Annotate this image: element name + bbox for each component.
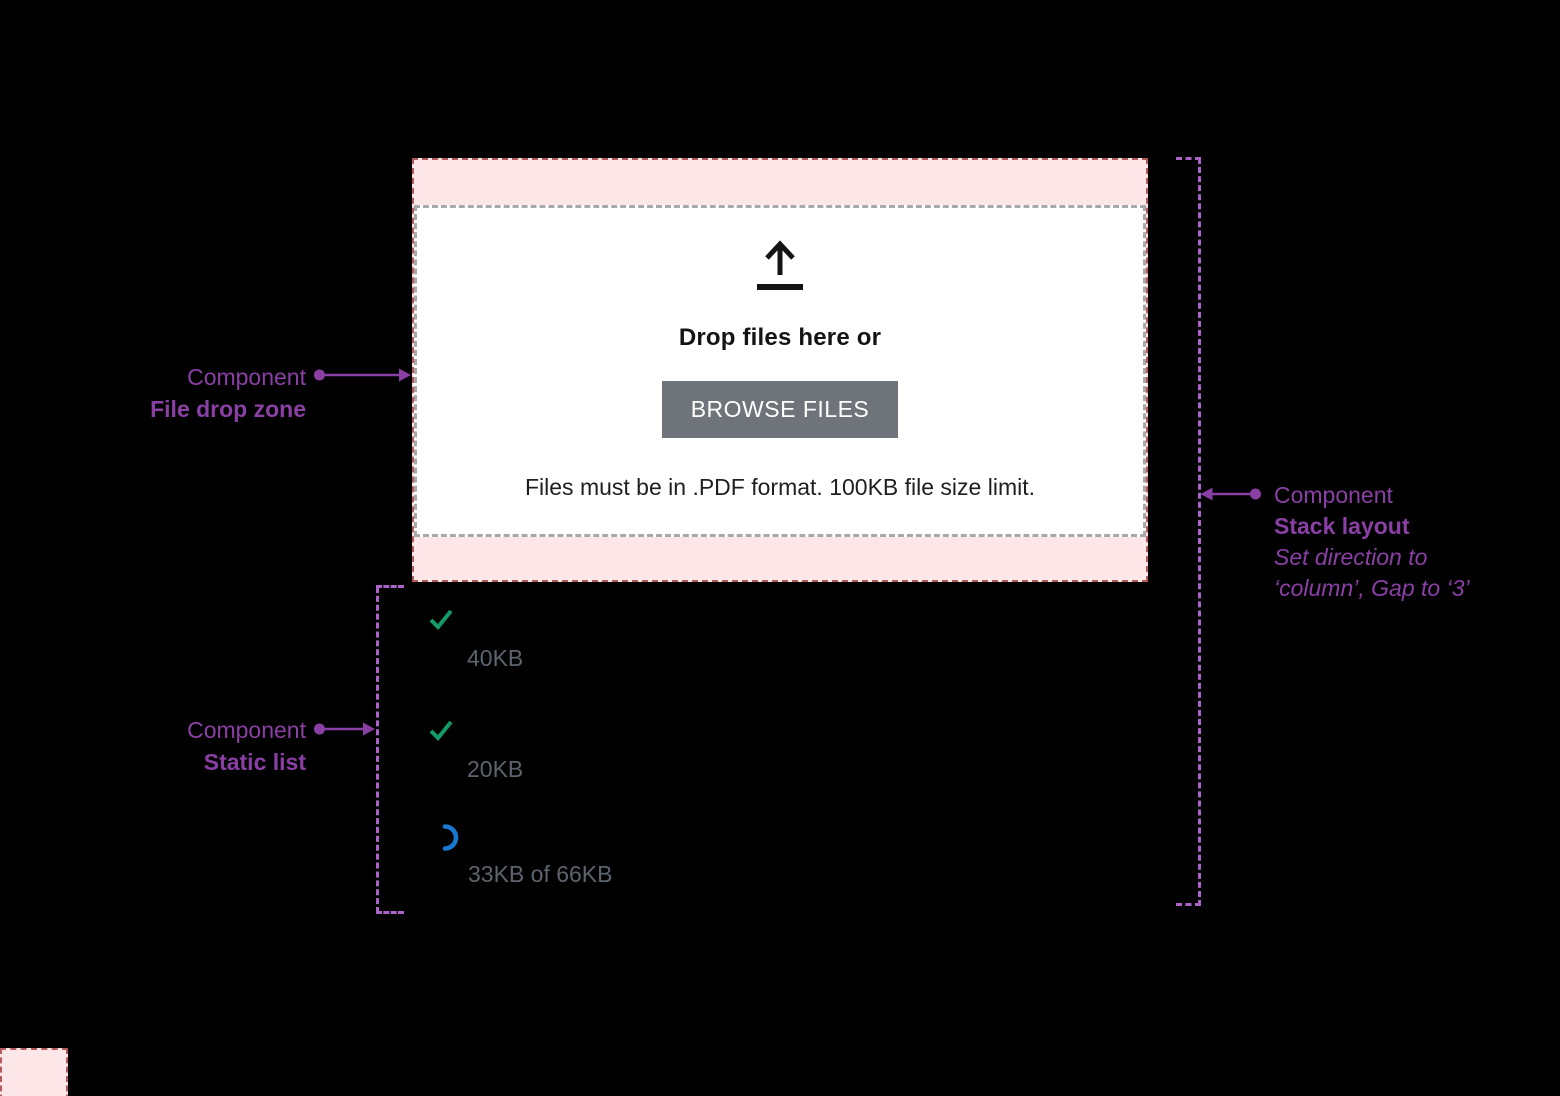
stack-layout-guide-corner-top [1176,157,1201,160]
annotation-arrow-right-icon [314,368,411,382]
stack-layout-guide-corner-bottom [1176,903,1201,906]
annotation-title: File drop zone [150,396,306,422]
file-progress-label: 33KB of 66KB [468,861,613,887]
annotation-note-line1: Set direction to [1274,544,1428,570]
pink-zone-swatch [0,1048,68,1096]
annotation-arrow-right-icon [314,722,375,736]
annotation-static-list: Component Static list [46,714,306,778]
annotation-arrow-left-icon [1200,487,1261,501]
drop-target-area[interactable]: Drop files here or BROWSE FILES Files mu… [414,205,1146,537]
file-drop-zone[interactable]: Drop files here or BROWSE FILES Files mu… [412,158,1148,582]
upload-arrow-icon [757,240,803,290]
annotation-stack-layout: Component Stack layout Set direction to … [1274,480,1544,604]
stack-layout-guide-line [1198,158,1201,906]
browse-files-button[interactable]: BROWSE FILES [661,381,899,438]
drop-zone-note: Files must be in .PDF format. 100KB file… [525,474,1035,500]
annotation-kicker: Component [1274,482,1393,508]
static-list-guide-line [376,587,379,913]
annotation-file-drop-zone: Component File drop zone [46,361,306,425]
annotation-kicker: Component [187,717,306,743]
annotation-title: Static list [203,749,306,775]
file-size-label: 20KB [467,756,524,782]
check-icon [429,609,453,630]
file-size-label: 40KB [467,645,524,671]
static-list-guide-corner-top [376,585,404,588]
spinner-icon [442,824,459,851]
static-list-guide-corner-bottom [376,911,404,914]
check-icon [429,720,453,741]
annotation-title: Stack layout [1274,513,1410,539]
annotation-note-line2: ‘column’, Gap to ‘3’ [1274,575,1470,601]
annotation-kicker: Component [187,364,306,390]
drop-zone-title: Drop files here or [678,324,882,351]
